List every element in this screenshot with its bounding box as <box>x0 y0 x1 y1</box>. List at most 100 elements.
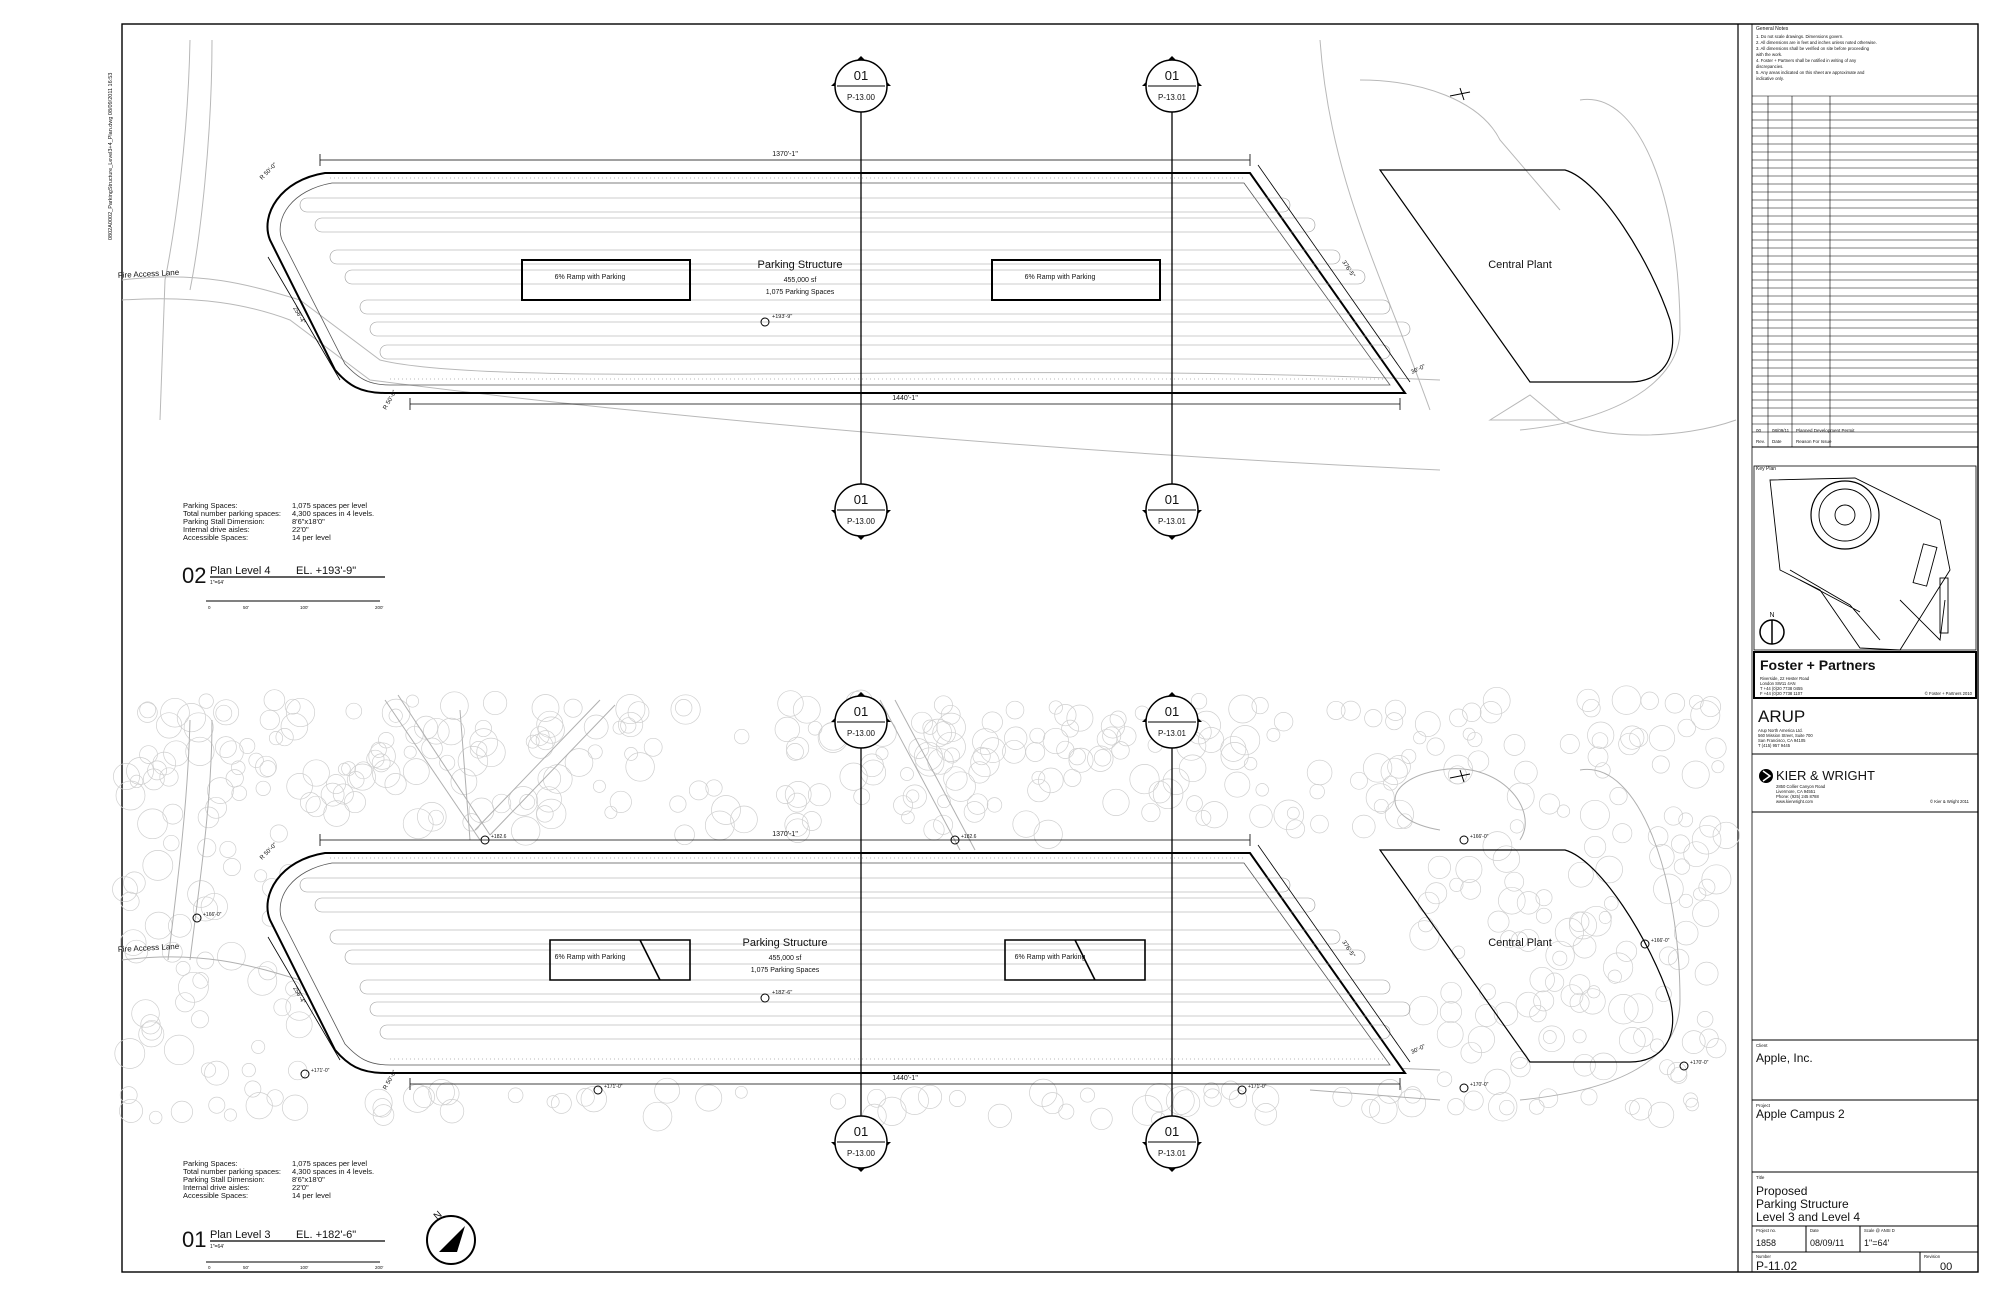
project-no-label: Project no. <box>1756 1228 1776 1233</box>
svg-text:T +44 (0)20 7738 0455: T +44 (0)20 7738 0455 <box>1760 686 1803 691</box>
tree-circle <box>675 699 693 717</box>
tree-circle <box>468 797 495 824</box>
tree-circle <box>1673 858 1690 875</box>
tree-circle <box>1462 727 1476 741</box>
central-plant-outline <box>1378 849 1674 1063</box>
tree-circle <box>1002 739 1026 764</box>
tree-circle <box>1651 755 1670 774</box>
revision-label: Revision <box>1924 1254 1941 1259</box>
tree-circle <box>1650 1038 1665 1053</box>
tree-circle <box>1332 1086 1353 1107</box>
key-plan-north-icon: N <box>1759 612 1785 645</box>
tree-circle <box>332 783 354 805</box>
svg-text:N: N <box>432 1209 445 1222</box>
tree-circle <box>1254 1103 1278 1126</box>
tree-circle <box>176 703 206 733</box>
ramp-2-label: 6% Ramp with Parking <box>1015 954 1086 961</box>
tree-circle <box>1080 1087 1095 1103</box>
tree-circle <box>366 749 385 768</box>
svg-text:22'0": 22'0" <box>292 1183 309 1192</box>
tree-circle <box>266 1089 284 1107</box>
tree-circle <box>901 810 915 825</box>
svg-text:+170'-0": +170'-0" <box>1470 1082 1489 1088</box>
tree-circle <box>1556 804 1571 818</box>
general-notes: 1. Do not scale drawings. Dimensions gov… <box>1756 34 1877 81</box>
tree-circle <box>807 720 823 736</box>
tree-circle <box>462 813 481 832</box>
svg-text:+166'-0": +166'-0" <box>1470 834 1489 840</box>
tree-circle <box>1487 910 1510 933</box>
svg-text:Livermore, CA 94551: Livermore, CA 94551 <box>1776 789 1816 794</box>
site-spot-elevations: +182.6 +182.6 +166'-0" +166'-0" +166'-0"… <box>192 834 1709 1095</box>
tree-circle <box>1516 928 1540 952</box>
ramp-2 <box>1004 939 1146 981</box>
tree-circle <box>943 747 960 764</box>
tree-circle <box>875 746 889 760</box>
tree-circle <box>388 708 403 723</box>
tree-circle <box>1667 948 1690 971</box>
tree-circle <box>217 941 246 971</box>
tree-circle <box>1698 878 1716 896</box>
tree-circle <box>160 697 190 728</box>
svg-text:+170'-0": +170'-0" <box>1690 1060 1709 1066</box>
tree-circle <box>1499 1099 1515 1116</box>
tree-circle <box>137 808 168 840</box>
svg-text:01: 01 <box>1165 68 1179 83</box>
tree-circle <box>1691 824 1722 855</box>
tree-circle <box>1615 940 1638 962</box>
tree-circle <box>1560 984 1584 1008</box>
tree-circle <box>1251 697 1269 715</box>
tree-circle <box>208 1096 226 1114</box>
svg-text:1,075 spaces per level: 1,075 spaces per level <box>292 501 367 510</box>
fire-access-lane-label: Fire Access Lane <box>118 942 180 954</box>
tree-circle <box>1413 731 1427 745</box>
tree-circle <box>624 747 638 761</box>
tree-circle <box>1063 768 1082 787</box>
tree-circle <box>1648 725 1676 752</box>
tree-circle <box>860 753 884 778</box>
tree-circle <box>1326 700 1346 720</box>
svg-text:01: 01 <box>182 1227 206 1252</box>
tree-circle <box>642 1101 673 1132</box>
svg-text:N: N <box>1769 612 1774 619</box>
tree-circle <box>114 1038 146 1069</box>
svg-text:01: 01 <box>854 68 868 83</box>
date-label: Date <box>1810 1228 1820 1233</box>
tree-circle <box>1624 1099 1640 1115</box>
svg-text:01: 01 <box>1165 704 1179 719</box>
tree-circle <box>1427 855 1451 879</box>
tree-circle <box>564 748 594 777</box>
tree-circle <box>1172 1089 1201 1117</box>
drawing-number: P-11.02 <box>1756 1259 1797 1273</box>
tree-circle <box>1514 760 1538 785</box>
tree-circle <box>1554 917 1584 947</box>
tree-circle <box>1678 893 1694 908</box>
tree-circle <box>546 1095 560 1109</box>
svg-text:14 per level: 14 per level <box>292 533 331 542</box>
parking-stats: Parking Spaces: 1,075 spaces per level T… <box>183 501 374 542</box>
tree-circle <box>1463 1090 1484 1111</box>
tree-circle <box>576 1088 595 1107</box>
tree-circle <box>674 824 695 846</box>
tree-circle <box>1584 835 1607 859</box>
dimensions <box>267 834 1411 1090</box>
tree-circle <box>1012 810 1040 838</box>
tree-circle <box>1582 698 1601 718</box>
developer-name: KIER & WRIGHT <box>1776 768 1875 783</box>
tree-circle <box>156 712 183 739</box>
tree-circle <box>119 929 147 956</box>
ramp-1 <box>549 939 691 981</box>
tree-circle <box>1352 814 1376 839</box>
structure-spaces: 1,075 Parking Spaces <box>751 967 820 974</box>
tree-circle <box>469 741 488 759</box>
tree-circle <box>354 761 373 780</box>
tree-circle <box>1384 799 1414 829</box>
tree-circle <box>1048 700 1063 715</box>
tree-circle <box>1506 782 1535 811</box>
svg-text:T (415) 957 9445: T (415) 957 9445 <box>1758 743 1791 748</box>
ramp-1-label: 6% Ramp with Parking <box>555 954 626 961</box>
tree-circle <box>1364 709 1383 728</box>
tree-circle <box>163 1034 195 1066</box>
tree-circle <box>126 757 154 785</box>
tree-circle <box>230 760 246 776</box>
